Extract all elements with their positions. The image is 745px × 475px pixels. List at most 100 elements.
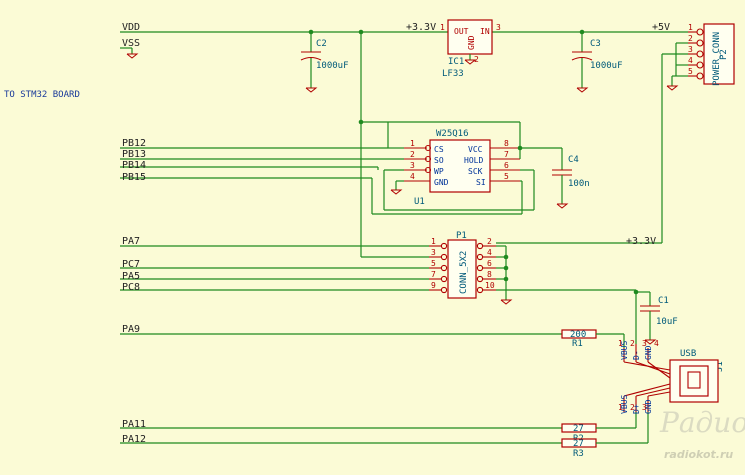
j1-ref: J1 (715, 361, 725, 372)
capacitor-c2: C2 1000uF (300, 29, 349, 93)
p2-pin1: 1 (688, 23, 693, 32)
j1-pin-gnd-top: GND (644, 345, 653, 360)
p2-ref: P2 (719, 49, 729, 60)
resistor-r1: 200 R1 (120, 329, 625, 349)
p2-pin5: 5 (688, 67, 693, 76)
j1-pin-dminus: D- (632, 350, 641, 360)
connector-p1: P1 CONN_5X2 1 3 5 7 9 2 4 6 8 10 (429, 231, 513, 305)
capacitor-c3: C3 1000uF (571, 29, 623, 93)
p1-pin7: 7 (431, 270, 436, 279)
capacitor-c1: C1 10uF (633, 289, 678, 345)
c1-value: 10uF (656, 317, 678, 327)
r1-value: 200 (570, 330, 586, 340)
p1-pin2: 2 (487, 237, 492, 246)
u1-pin4-num: 4 (410, 172, 415, 181)
net-label-vss: VSS (122, 38, 140, 49)
p1-pin9: 9 (431, 281, 436, 290)
u1-pin7-name: HOLD (464, 156, 483, 165)
power-rails (120, 29, 688, 258)
p1-pin4: 4 (487, 248, 492, 257)
c1-ref: C1 (658, 296, 669, 306)
p1-pin8: 8 (487, 270, 492, 279)
net-label-pb15: PB15 (122, 172, 146, 183)
ic1-pin-out-name: OUT (454, 27, 469, 36)
j1-pin-num-3: 3 (642, 339, 647, 348)
ic1-pin1-num: 1 (440, 23, 445, 32)
resistor-r2: 27 R2 (120, 412, 637, 444)
j1-pin-vbus-top: VBUS (620, 341, 629, 360)
ic1-pin-gnd-name: GND (467, 35, 476, 50)
j1-pin-gnd-bottom: GND (644, 399, 653, 414)
net-label-pa5: PA5 (122, 271, 140, 282)
net-label-pc7: PC7 (122, 259, 140, 270)
r2-value: 27 (573, 424, 584, 434)
u1-pin3-num: 3 (410, 161, 415, 170)
u1-pin6-name: SCK (468, 167, 483, 176)
connector-j1-usb: USB J1 VBUS D- GND VBUS D+ GND 1 2 3 4 1… (618, 339, 725, 414)
j1-pin-num-2: 2 (630, 339, 635, 348)
flash-u1: W25Q16 U1 CS SO WP GND 1 2 3 4 VCC HOLD … (390, 129, 520, 207)
p2-value: POWER_CONN (712, 32, 722, 86)
net-label-v33-right: +3.3V (626, 236, 656, 247)
u1-pin5-name: SI (476, 178, 486, 187)
r3-ref: R3 (573, 449, 584, 459)
net-label-pa9: PA9 (122, 324, 140, 335)
u1-pin8-num: 8 (504, 139, 509, 148)
u1-pin1-name: CS (434, 145, 444, 154)
c3-ref: C3 (590, 39, 601, 49)
c2-value: 1000uF (316, 61, 349, 71)
ic1-ref: IC1 (448, 57, 464, 67)
c4-ref: C4 (568, 155, 579, 165)
c2-ref: C2 (316, 39, 327, 49)
side-label: TO STM32 BOARD (4, 90, 80, 100)
net-label-pb14: PB14 (122, 160, 146, 171)
u1-pin7-num: 7 (504, 150, 509, 159)
r1-ref: R1 (572, 339, 583, 349)
r3-value: 27 (573, 439, 584, 449)
u1-pin2-name: SO (434, 156, 444, 165)
u1-pin4-name: GND (434, 178, 449, 187)
p1-pin5: 5 (431, 259, 436, 268)
net-label-5v: +5V (652, 22, 670, 33)
ic1-pin2-num: 2 (474, 55, 479, 64)
u1-pin5-num: 5 (504, 172, 509, 181)
p1-pin10: 10 (485, 281, 495, 290)
connector-p2: 1 2 3 4 5 P2 POWER_CONN (661, 23, 735, 243)
net-label-pb13: PB13 (122, 149, 146, 160)
watermark: Радио КОТ radiokot.ru (659, 406, 745, 461)
capacitor-c4: C4 100n (552, 148, 590, 209)
u1-value: W25Q16 (436, 129, 469, 139)
p2-pin3: 3 (688, 45, 693, 54)
regulator-ic1: OUT IN GND 1 3 2 IC1 LF33 (440, 19, 501, 79)
u1-pin2-num: 2 (410, 150, 415, 159)
p1-value: CONN_5X2 (459, 251, 469, 294)
j1-pin-dplus: D+ (632, 404, 641, 414)
j1-pin-num-b1: 1 (618, 403, 623, 412)
u1-pin3-name: WP (434, 167, 444, 176)
net-label-pa7: PA7 (122, 236, 140, 247)
net-label-pa11: PA11 (122, 419, 146, 430)
u1-pin1-num: 1 (410, 139, 415, 148)
watermark-logo: Радио КОТ (659, 406, 745, 439)
c3-value: 1000uF (590, 61, 623, 71)
j1-pin-vbus-bottom: VBUS (620, 395, 629, 414)
p1-pin1: 1 (431, 237, 436, 246)
j1-pin-num-b2: 2 (630, 403, 635, 412)
p1-pin6: 6 (487, 259, 492, 268)
p2-pin2: 2 (688, 34, 693, 43)
ic1-pin3-num: 3 (496, 23, 501, 32)
net-label-pc8: PC8 (122, 282, 140, 293)
p1-ref: P1 (456, 231, 467, 241)
pb-signals (120, 147, 404, 179)
u1-pin6-num: 6 (504, 161, 509, 170)
c4-value: 100n (568, 179, 590, 189)
net-label-pa12: PA12 (122, 434, 146, 445)
ic1-value: LF33 (442, 69, 464, 79)
u1-ref: U1 (414, 197, 425, 207)
j1-pin-num-b3: 3 (642, 403, 647, 412)
net-label-vdd: VDD (122, 22, 140, 33)
ic1-pin-in-name: IN (480, 27, 490, 36)
resistor-r3: 27 R3 (120, 412, 649, 459)
ground-symbol-vss (126, 53, 139, 59)
